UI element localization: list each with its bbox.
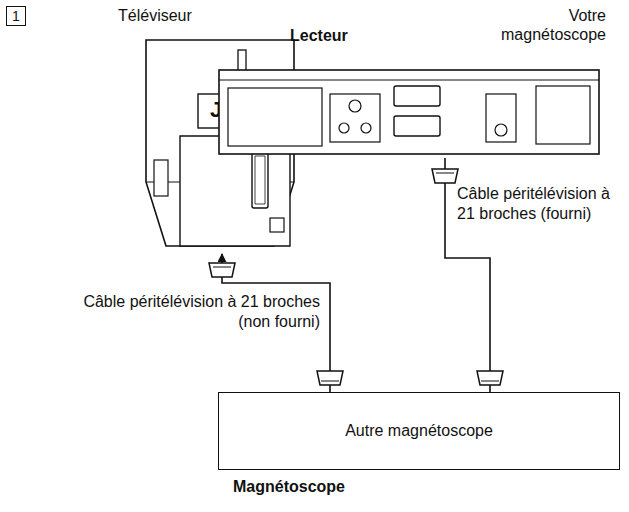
illustration-part — [252, 152, 268, 208]
device-label: Autre magnétoscope — [219, 393, 619, 440]
illustration-part — [270, 218, 284, 232]
cable-label: Câble péritélévision à 21 broches (fourn… — [457, 184, 619, 223]
scart-plug — [209, 263, 235, 277]
callout-number: 1 — [6, 6, 26, 26]
illustration-part — [394, 116, 440, 136]
scart-plug — [317, 371, 343, 385]
vcr-player: LecteurVotre magnétoscope — [218, 50, 600, 158]
illustration-part — [228, 88, 322, 146]
illustration-part — [394, 86, 440, 106]
device-label: Votre magnétoscope — [484, 6, 606, 44]
device-illustration — [218, 50, 600, 158]
illustration-part — [349, 100, 361, 112]
illustration-part — [219, 70, 599, 154]
illustration-part — [330, 94, 380, 142]
scart-plug — [432, 169, 458, 183]
illustration-part — [486, 94, 516, 142]
illustration-part — [361, 123, 371, 133]
illustration-part — [154, 160, 168, 196]
illustration-part — [495, 124, 507, 136]
illustration-part — [536, 86, 590, 144]
illustration-part — [339, 123, 349, 133]
illustration-part — [238, 50, 246, 72]
illustration-part — [219, 80, 599, 81]
role-label: Lecteur — [290, 26, 380, 45]
scart-plug — [477, 371, 503, 385]
cable-label: Câble péritélévision à 21 broches (non f… — [60, 292, 320, 331]
role-label: Magnétoscope — [233, 477, 393, 496]
device-label: Téléviseur — [118, 6, 268, 25]
other-vcr-box: Autre magnétoscopeMagnétoscope — [218, 392, 620, 470]
illustration-part — [255, 156, 265, 204]
